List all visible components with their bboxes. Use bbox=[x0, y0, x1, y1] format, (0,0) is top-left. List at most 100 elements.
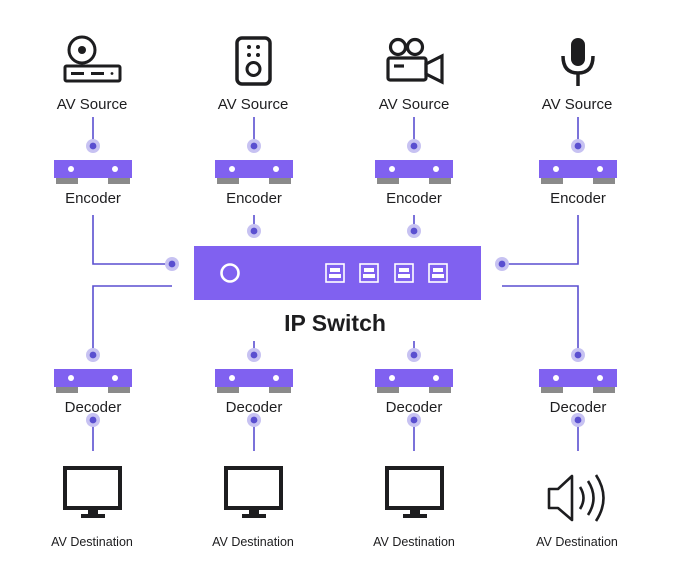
monitor-icon bbox=[63, 466, 122, 518]
device-feet bbox=[56, 387, 130, 393]
connection-dot bbox=[571, 348, 585, 362]
connection-dot bbox=[247, 348, 261, 362]
device-led bbox=[112, 166, 118, 172]
source-label: AV Source bbox=[57, 96, 128, 113]
switch-ports bbox=[325, 263, 448, 283]
ip-switch-label: IP Switch bbox=[284, 310, 386, 336]
device-led bbox=[433, 166, 439, 172]
device-led bbox=[68, 166, 74, 172]
encoder-label: Encoder bbox=[226, 190, 282, 207]
connection-dot bbox=[247, 224, 261, 238]
connection-dot bbox=[407, 413, 421, 427]
ethernet-port-icon bbox=[428, 263, 448, 283]
decoder-label: Decoder bbox=[65, 399, 122, 416]
device-foot bbox=[269, 387, 291, 393]
device-led bbox=[229, 166, 235, 172]
loudspeaker-icon bbox=[547, 474, 605, 522]
encoder-label: Encoder bbox=[65, 190, 121, 207]
device-feet bbox=[377, 178, 451, 184]
column-4: AV Source Encoder Decoder AV Destination bbox=[536, 38, 618, 549]
device-feet bbox=[377, 387, 451, 393]
source-label: AV Source bbox=[218, 96, 289, 113]
decoder-label: Decoder bbox=[226, 399, 283, 416]
device-foot bbox=[217, 387, 239, 393]
device-led bbox=[553, 166, 559, 172]
dvd-player-icon bbox=[63, 35, 122, 83]
ip-switch: IP Switch bbox=[194, 246, 481, 336]
connection-dot bbox=[571, 139, 585, 153]
device-body bbox=[375, 369, 453, 387]
ethernet-port-icon bbox=[394, 263, 414, 283]
device-foot bbox=[541, 387, 563, 393]
connection-dot bbox=[247, 139, 261, 153]
device-foot bbox=[593, 387, 615, 393]
device-foot bbox=[56, 387, 78, 393]
connection-dot bbox=[86, 139, 100, 153]
device-body bbox=[54, 369, 132, 387]
speaker-icon bbox=[235, 36, 272, 86]
decoder-device bbox=[54, 369, 132, 393]
decoder-device bbox=[215, 369, 293, 393]
device-feet bbox=[541, 178, 615, 184]
source-label: AV Source bbox=[542, 96, 613, 113]
connection-dot bbox=[407, 348, 421, 362]
destination-label: AV Destination bbox=[536, 535, 618, 549]
decoder-label: Decoder bbox=[386, 399, 443, 416]
column-3: AV Source Encoder Decoder AV Destination bbox=[373, 37, 455, 549]
destination-label: AV Destination bbox=[212, 535, 294, 549]
device-led bbox=[433, 375, 439, 381]
device-body bbox=[539, 160, 617, 178]
column-1: AV Source Encoder Decoder AV Destination bbox=[51, 35, 133, 549]
connection-dot bbox=[86, 348, 100, 362]
device-foot bbox=[593, 178, 615, 184]
device-foot bbox=[541, 178, 563, 184]
device-body bbox=[215, 369, 293, 387]
encoder-device bbox=[539, 160, 617, 184]
connection-dot bbox=[571, 413, 585, 427]
device-feet bbox=[541, 387, 615, 393]
device-foot bbox=[56, 178, 78, 184]
connection-dot bbox=[407, 224, 421, 238]
destination-label: AV Destination bbox=[373, 535, 455, 549]
encoder-label: Encoder bbox=[550, 190, 606, 207]
device-foot bbox=[108, 387, 130, 393]
device-body bbox=[375, 160, 453, 178]
connection-dot bbox=[495, 257, 509, 271]
device-body bbox=[215, 160, 293, 178]
device-foot bbox=[429, 178, 451, 184]
device-led bbox=[389, 166, 395, 172]
decoder-device bbox=[375, 369, 453, 393]
connection-dot bbox=[407, 139, 421, 153]
device-foot bbox=[377, 387, 399, 393]
connection-dot bbox=[86, 413, 100, 427]
video-camera-icon bbox=[386, 37, 444, 85]
destination-label: AV Destination bbox=[51, 535, 133, 549]
connection-dot bbox=[247, 413, 261, 427]
device-led bbox=[112, 375, 118, 381]
device-led bbox=[389, 375, 395, 381]
connection-dot bbox=[165, 257, 179, 271]
decoder-label: Decoder bbox=[550, 399, 607, 416]
monitor-icon bbox=[385, 466, 444, 518]
ethernet-port-icon bbox=[325, 263, 345, 283]
connection-wires bbox=[92, 117, 579, 451]
device-foot bbox=[429, 387, 451, 393]
connection-dots bbox=[86, 139, 585, 427]
device-body bbox=[539, 369, 617, 387]
device-feet bbox=[217, 178, 291, 184]
encoder-label: Encoder bbox=[386, 190, 442, 207]
switch-power-icon bbox=[220, 263, 240, 283]
device-led bbox=[553, 375, 559, 381]
device-foot bbox=[108, 178, 130, 184]
device-foot bbox=[377, 178, 399, 184]
ip-switch-body bbox=[194, 246, 481, 300]
device-led bbox=[597, 375, 603, 381]
encoder-device bbox=[54, 160, 132, 184]
device-feet bbox=[217, 387, 291, 393]
device-foot bbox=[269, 178, 291, 184]
device-led bbox=[273, 166, 279, 172]
encoder-device bbox=[375, 160, 453, 184]
device-led bbox=[68, 375, 74, 381]
monitor-icon bbox=[224, 466, 283, 518]
